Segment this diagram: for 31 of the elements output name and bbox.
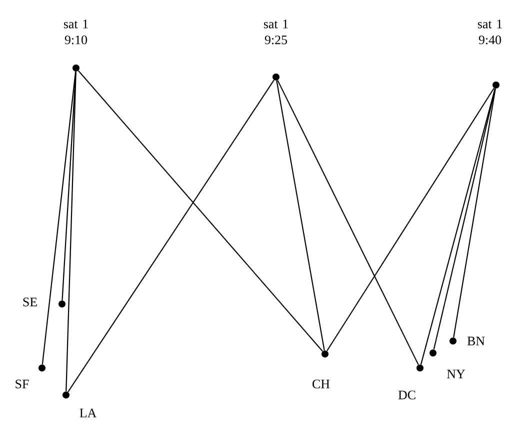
connecting-line — [433, 88, 496, 350]
connecting-line — [453, 88, 496, 338]
node-label: sat 1 9:40 — [478, 20, 502, 44]
connecting-line — [62, 72, 76, 300]
point: sat 1 9:10 — [64, 20, 88, 72]
node-label: SE — [23, 298, 37, 306]
node-label: CH — [312, 380, 330, 388]
point: DC — [398, 364, 424, 400]
connecting-line — [277, 80, 419, 365]
node-label: sat 1 9:10 — [64, 20, 88, 44]
node-label: NY — [447, 370, 466, 378]
connecting-line — [276, 80, 325, 350]
point: BN — [450, 336, 485, 346]
connecting-line — [420, 88, 496, 365]
point: SE — [23, 298, 66, 308]
node-label: BN — [467, 336, 485, 346]
node-label: sat 1 9:25 — [264, 20, 288, 44]
connecting-line — [326, 88, 494, 352]
point: NY — [430, 350, 466, 378]
point: sat 1 9:40 — [478, 20, 502, 88]
connecting-line — [78, 70, 323, 352]
point: LA — [62, 392, 97, 418]
point: SF — [16, 364, 46, 388]
connecting-line — [68, 80, 274, 392]
connecting-line — [42, 72, 76, 364]
node-label: DC — [398, 390, 416, 400]
node-label: SF — [16, 380, 29, 388]
node-label: LA — [80, 408, 97, 418]
point: sat 1 9:25 — [264, 20, 288, 80]
connecting-line — [66, 72, 76, 392]
point: CH — [312, 350, 330, 388]
